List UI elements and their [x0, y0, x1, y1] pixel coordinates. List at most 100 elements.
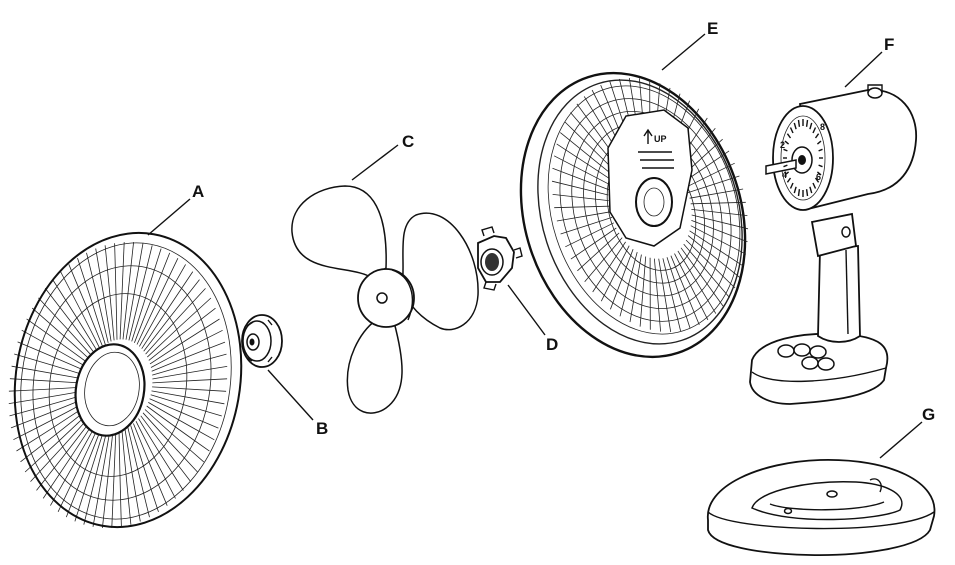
part-f-motor-body: 2 4 6 8	[749, 84, 917, 405]
rear-grille-spoke	[691, 220, 748, 243]
front-grille-spoke	[147, 297, 212, 358]
rear-grille-spoke	[610, 249, 634, 310]
label-f: F	[884, 35, 894, 54]
front-grille-spoke	[52, 279, 98, 352]
part-c-fan-blade	[291, 185, 479, 414]
part-g-base-plate	[707, 459, 936, 556]
front-grille-spoke	[74, 428, 105, 522]
rear-grille-spoke	[689, 188, 744, 199]
front-grille-spoke	[118, 430, 122, 527]
leader-line-d	[507, 284, 546, 336]
front-grille-spoke	[148, 307, 216, 361]
rear-grille-spoke	[691, 209, 748, 216]
motor-dial-tick	[805, 189, 809, 197]
rear-grille-spoke	[570, 227, 617, 260]
motor-dial-tick	[783, 164, 788, 168]
label-g: G	[922, 405, 935, 424]
rear-grille-spoke	[619, 251, 638, 317]
rear-grille-spoke	[689, 230, 744, 267]
rear-grille-spoke	[685, 239, 736, 289]
rear-grille-spoke	[677, 250, 717, 314]
front-grille-spoke	[133, 423, 168, 506]
front-grille-spoke	[124, 428, 141, 522]
front-grille-spoke	[145, 288, 206, 355]
label-d: D	[546, 335, 558, 354]
front-grille-spoke	[152, 378, 228, 384]
front-grille-spoke	[20, 409, 88, 463]
label-b: B	[316, 419, 328, 438]
front-grille-spoke	[152, 386, 227, 392]
front-grille-spoke	[151, 390, 225, 405]
front-grille-spoke	[38, 297, 94, 358]
rear-grille-spoke	[577, 232, 620, 272]
rear-grille-spoke	[658, 258, 672, 333]
motor-dial-tick	[786, 177, 792, 183]
motor-dial-tick	[789, 127, 794, 134]
rear-grille-spoke	[680, 247, 724, 307]
rear-grille-spoke	[639, 256, 647, 327]
front-grille-spoke	[135, 421, 176, 499]
rear-grille-spoke	[690, 225, 747, 255]
rear-grille-ring	[559, 98, 732, 322]
front-grille-spoke	[131, 248, 162, 342]
dial-marking-4: 4	[782, 170, 787, 180]
rear-grille-spoke	[552, 194, 609, 201]
front-grille-spoke	[83, 429, 108, 525]
rear-grille-spoke	[670, 255, 700, 326]
rear-grille-spoke	[560, 217, 613, 235]
rear-grille-ring	[571, 111, 723, 309]
front-grille-spoke	[86, 252, 109, 343]
front-grille-spoke	[24, 412, 89, 473]
motor-dial-tick	[809, 122, 813, 130]
front-grille-spoke	[104, 245, 115, 341]
label-e: E	[707, 19, 718, 38]
front-grille-spoke	[92, 430, 111, 527]
front-grille-spoke	[8, 386, 84, 392]
front-grille-spoke	[146, 405, 210, 452]
rear-grille-spoke	[683, 243, 730, 298]
motor-dial-tick	[793, 122, 797, 130]
rear-grille-spoke	[690, 201, 746, 205]
rear-grille-spoke	[592, 241, 626, 293]
front-grille-spoke	[60, 271, 101, 349]
motor-dial-tick	[783, 148, 788, 152]
rear-grille-spoke	[654, 258, 661, 332]
leader-line-g	[879, 421, 923, 459]
front-grille-spoke	[150, 329, 223, 368]
rear-grille-spoke	[691, 214, 749, 230]
front-grille-spoke	[149, 398, 219, 429]
front-grille-spoke	[121, 429, 132, 525]
rear-grille-spoke	[554, 205, 610, 209]
front-grille-spoke	[44, 288, 96, 355]
rear-grille-spoke	[629, 254, 642, 323]
motor-dial-tick	[818, 148, 823, 152]
front-grille-spoke	[8, 390, 84, 404]
rear-grille-spoke	[560, 132, 613, 175]
rear-grille-spoke	[687, 235, 740, 278]
dial-marking-6: 6	[816, 172, 821, 182]
front-grille-spoke	[26, 318, 90, 365]
front-grille-spoke	[139, 264, 186, 347]
rear-grille-spoke	[674, 253, 709, 321]
leader-line-a	[147, 198, 191, 236]
front-grille-spoke	[151, 341, 226, 372]
label-c: C	[402, 132, 414, 151]
front-grille-spoke	[95, 248, 112, 342]
motor-dial-tick	[809, 186, 813, 194]
front-grille-spoke	[136, 258, 179, 345]
motor-dial-tick	[816, 171, 822, 176]
dial-marking-8: 8	[820, 122, 825, 132]
front-grille-spoke	[119, 242, 125, 340]
motor-dial-tick	[816, 140, 822, 145]
part-b-spinner-cap	[241, 314, 283, 368]
rear-grille-spoke	[556, 143, 611, 180]
motor-dial-tick	[814, 133, 820, 139]
rear-grille-spoke	[556, 211, 611, 222]
front-grille-spoke	[140, 415, 192, 482]
rear-grille-spoke	[584, 237, 623, 283]
front-grille-spoke	[68, 264, 103, 347]
rear-grille-spoke	[600, 245, 630, 302]
front-grille-spoke	[31, 307, 92, 361]
motor-dial-tick	[812, 127, 817, 134]
leader-line-b	[267, 369, 314, 421]
